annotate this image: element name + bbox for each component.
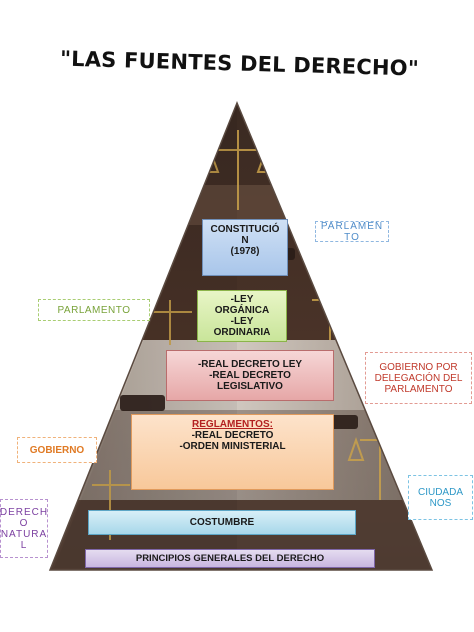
label-gobierno-delegacion: GOBIERNO POR DELEGACIÓN DEL PARLAMENTO (365, 352, 472, 404)
box-constitucion: CONSTITUCIÓ N (1978) (202, 219, 288, 276)
box-real-decreto-ley: -REAL DECRETO LEY -REAL DECRETO LEGISLAT… (166, 350, 334, 401)
label-derecho-natural: DERECH O NATURA L (0, 499, 48, 558)
box-reglamentos: REGLAMENTOS: -REAL DECRETO -ORDEN MINIST… (131, 414, 334, 490)
label-gobierno: GOBIERNO (17, 437, 97, 463)
label-parlamento-top: PARLAMEN TO (315, 221, 389, 243)
reglamentos-heading: REGLAMENTOS: (192, 419, 273, 430)
box-ley: -LEY ORGÁNICA -LEY ORDINARIA (197, 290, 287, 342)
box-principios-generales: PRINCIPIOS GENERALES DEL DERECHO (85, 549, 375, 568)
label-parlamento-left: PARLAMENTO (38, 299, 150, 321)
label-ciudadanos: CIUDADA NOS (408, 475, 473, 520)
box-costumbre: COSTUMBRE (88, 510, 356, 535)
